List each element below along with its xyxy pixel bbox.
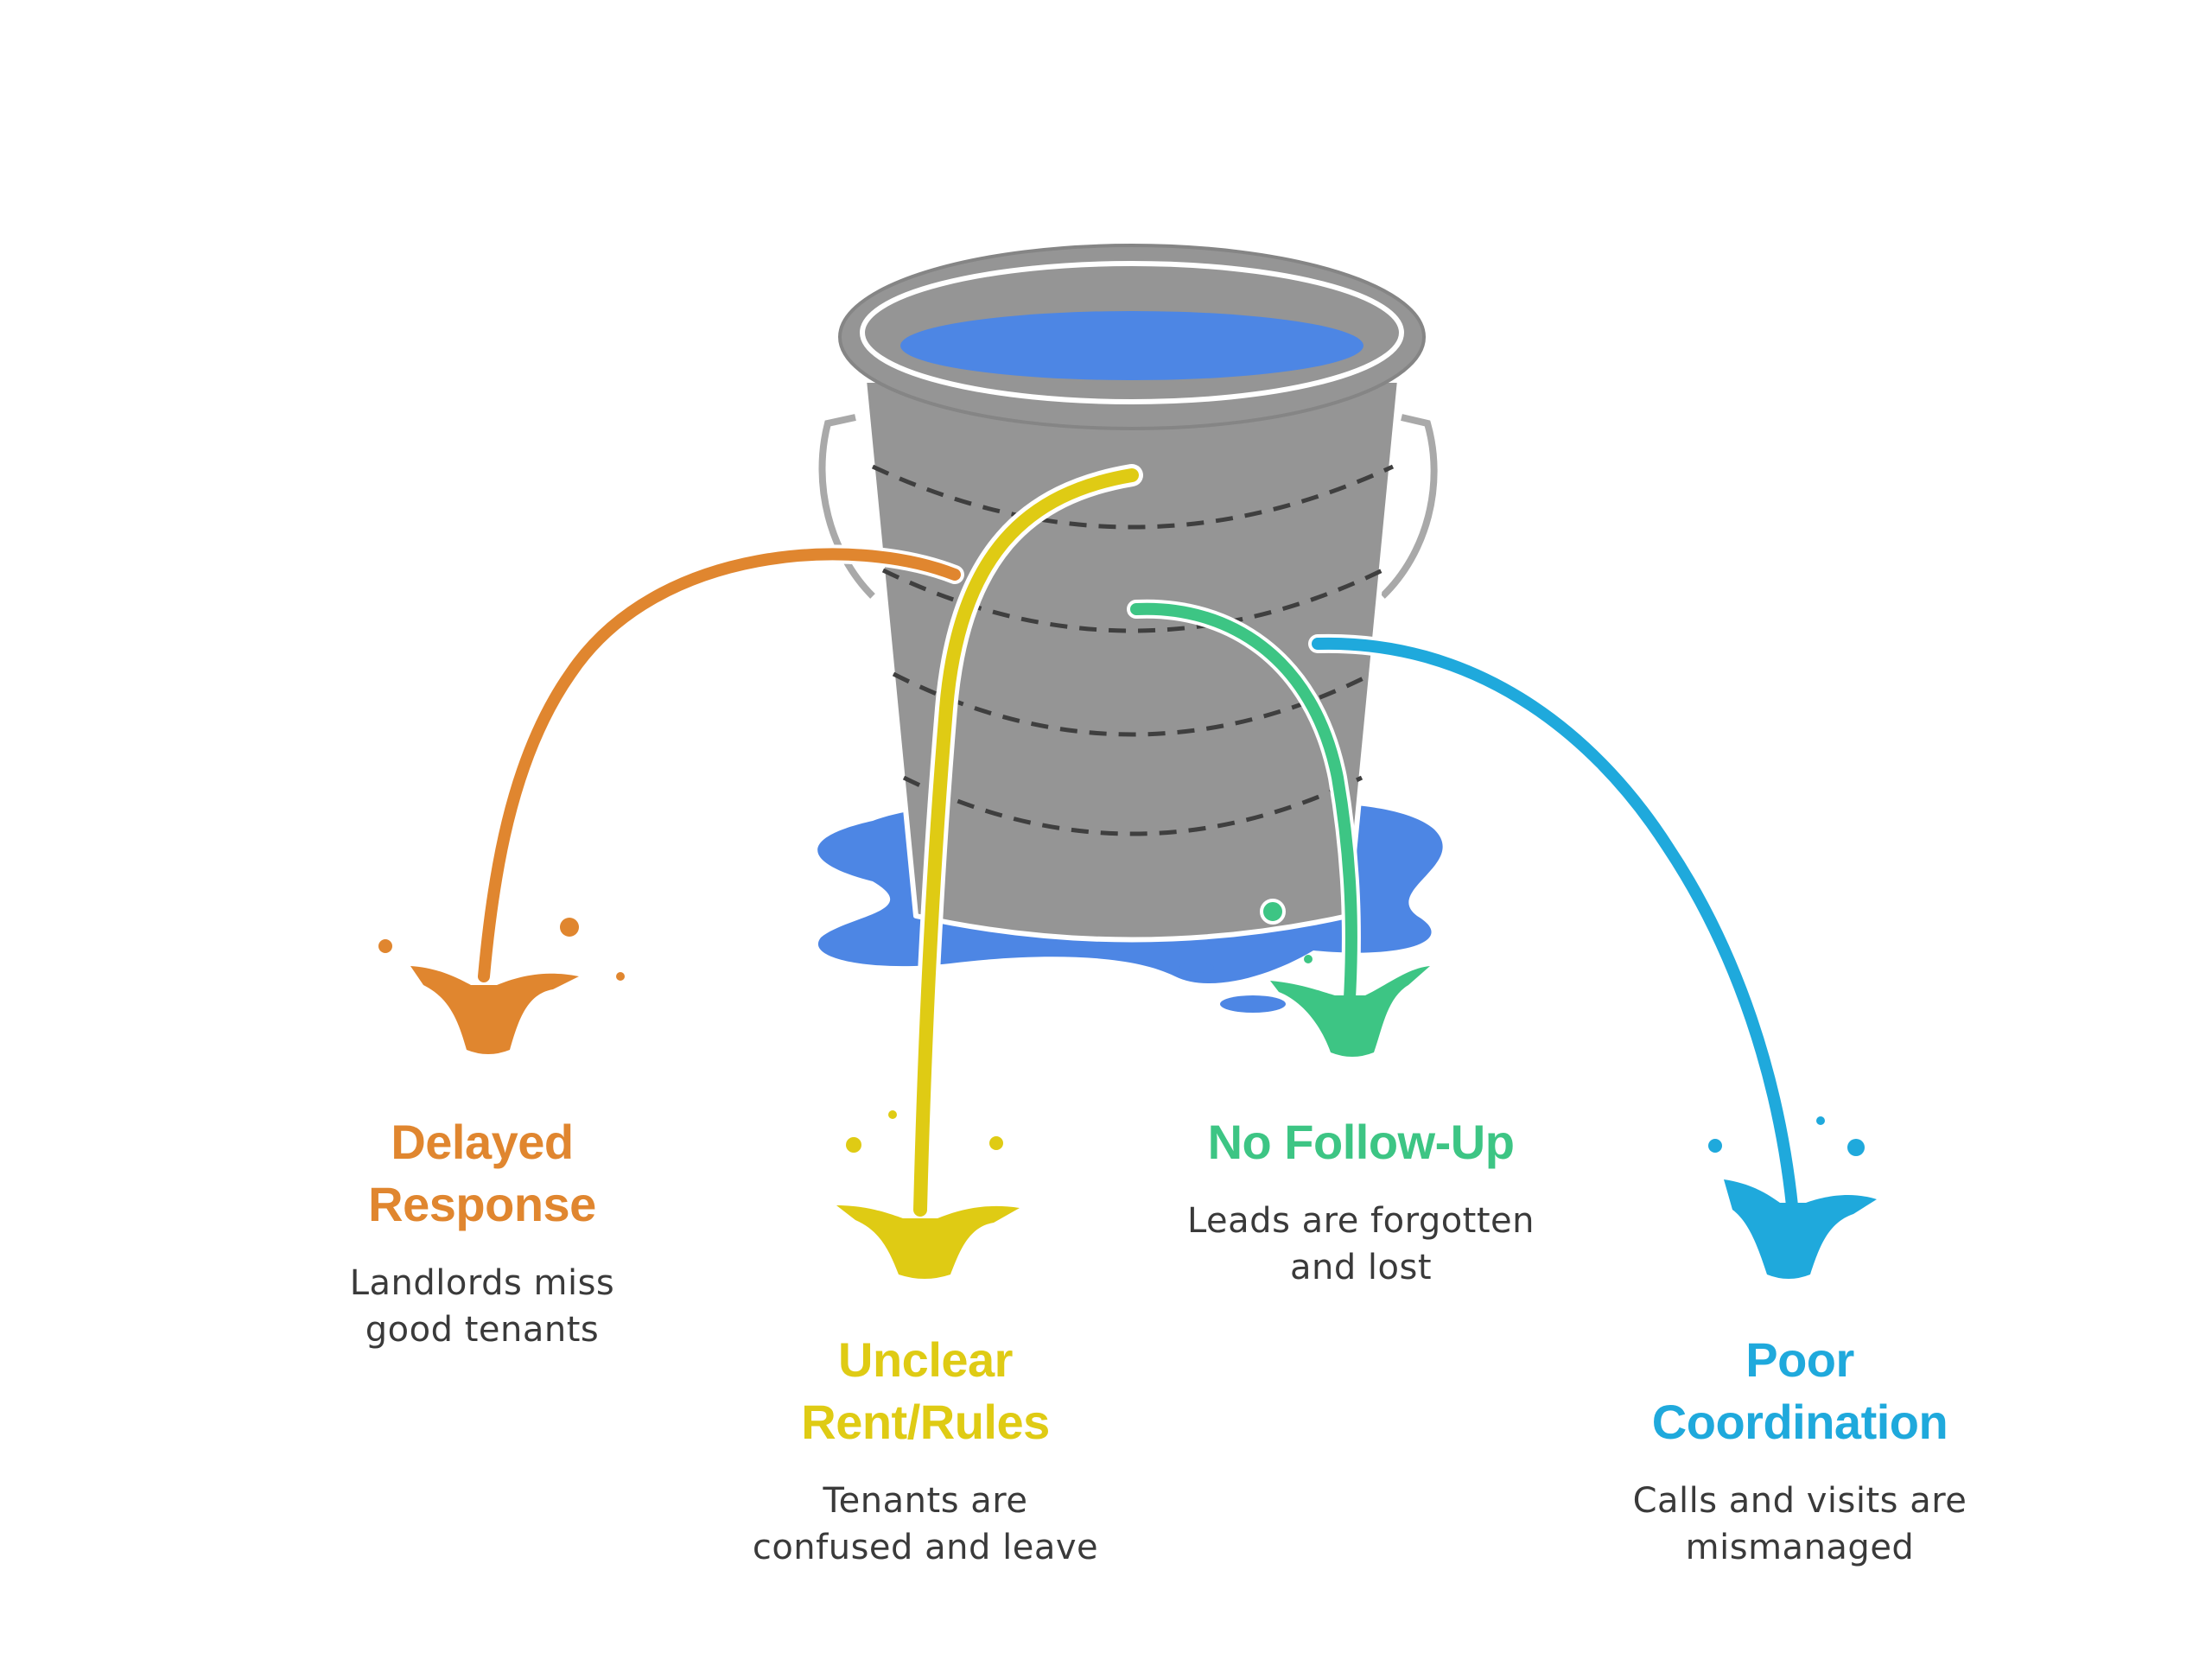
bucket-handle	[818, 414, 1438, 599]
splash-icon	[1708, 1116, 1877, 1279]
leak-label-no-follow-up: No Follow-Up Leads are forgotten and los…	[1102, 1111, 1620, 1291]
leak-description: Leads are forgotten and lost	[1186, 1201, 1535, 1287]
leak-stream-delayed-response	[378, 544, 964, 1054]
leak-title: Unclear Rent/Rules	[801, 1332, 1050, 1449]
leak-label-unclear-rent-rules: Unclear Rent/Rules Tenants are confused …	[666, 1329, 1185, 1571]
leak-label-poor-coordination: Poor Coordination Calls and visits are m…	[1541, 1329, 2059, 1571]
leak-stream-no-follow-up	[1127, 599, 1430, 1057]
leak-description: Calls and visits are mismanaged	[1632, 1481, 1967, 1567]
leak-stream-unclear-rent-rules	[836, 464, 1143, 1279]
splash-icon	[836, 1110, 1020, 1279]
leak-title: Poor Coordination	[1651, 1332, 1948, 1449]
splash-icon	[1260, 899, 1430, 1057]
leak-stream-poor-coordination	[1308, 633, 1877, 1279]
leak-label-delayed-response: Delayed Response Landlords miss good ten…	[223, 1111, 741, 1353]
leak-description: Landlords miss good tenants	[349, 1263, 615, 1350]
bucket-icon	[838, 244, 1426, 943]
leak-title: Delayed Response	[368, 1115, 596, 1231]
splash-icon	[378, 918, 625, 1054]
leak-title: No Follow-Up	[1207, 1115, 1515, 1169]
leak-description: Tenants are confused and leave	[752, 1481, 1099, 1567]
